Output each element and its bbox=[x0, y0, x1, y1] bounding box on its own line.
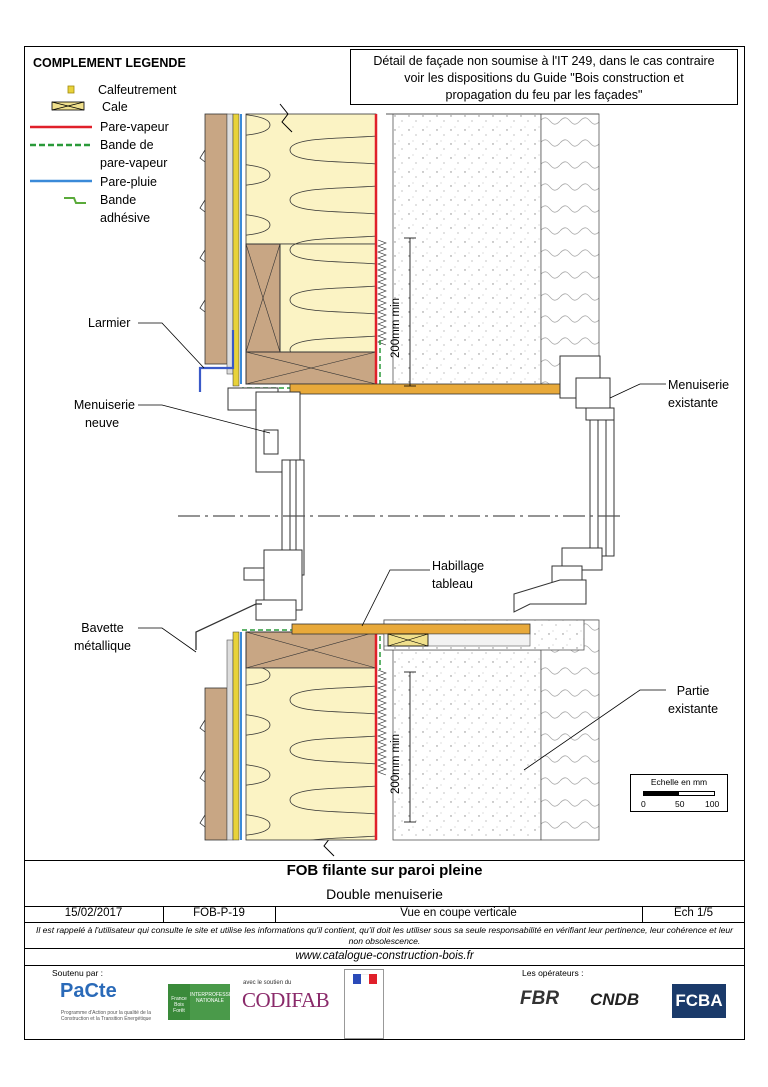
fbf-logo: France Bois Forêt bbox=[168, 984, 190, 1020]
scale-tick-50: 50 bbox=[675, 799, 685, 809]
scale-box: Echelle en mm 0 50 100 bbox=[630, 774, 728, 812]
bande-adhesive-swatch bbox=[64, 197, 86, 204]
note-line-3: propagation du feu par les façades" bbox=[445, 88, 643, 102]
pacte-subtitle: Programme d'Action pour la qualité de la… bbox=[60, 1010, 152, 1022]
cell-divider-1 bbox=[163, 906, 164, 922]
dim-top-box: 200mm min bbox=[388, 254, 406, 366]
website-link[interactable]: www.catalogue-construction-bois.fr bbox=[295, 950, 474, 962]
drawing-scale: Ech 1/5 bbox=[674, 907, 713, 919]
callout-habillage-1: Habillage bbox=[432, 559, 485, 573]
drawing-date: 15/02/2017 bbox=[64, 907, 123, 919]
supported-by-label: Soutenu par : bbox=[52, 968, 104, 978]
calfeutrement-swatch bbox=[67, 85, 75, 94]
flag-blue bbox=[353, 974, 361, 984]
scale-bar bbox=[643, 791, 715, 796]
pacte-logo: PaCte bbox=[60, 980, 117, 1002]
dim-top-label: 200mm min bbox=[390, 297, 402, 358]
dimension-lines bbox=[404, 237, 416, 823]
cladding-lower bbox=[199, 631, 240, 841]
insulation-upper bbox=[245, 113, 377, 245]
dim-bottom-box: 200mm min bbox=[388, 690, 406, 802]
legend-calfeutrement: Calfeutrement bbox=[98, 83, 177, 97]
reveal-board-upper bbox=[289, 383, 561, 395]
callout-partie-existante-1: Partie bbox=[676, 684, 710, 698]
disclaimer: Il est rappelé à l'utilisateur qui consu… bbox=[35, 925, 734, 946]
cell-divider-2 bbox=[275, 906, 276, 922]
callout-menuiserie-neuve: Menuiserie neuve bbox=[69, 396, 135, 432]
note-line-2: voir les dispositions du Guide "Bois con… bbox=[404, 71, 684, 85]
callout-menuiserie-neuve-1: Menuiserie bbox=[73, 398, 135, 412]
codifab-pre: avec le soutien du bbox=[243, 980, 292, 986]
ministry-logo bbox=[344, 969, 384, 1039]
callout-bavette-1: Bavette bbox=[81, 621, 124, 635]
legend-swatches bbox=[30, 85, 92, 204]
scale-tick-100: 100 bbox=[705, 799, 720, 809]
callout-habillage-2: tableau bbox=[432, 577, 474, 591]
legend-title: COMPLEMENT LEGENDE bbox=[33, 56, 186, 70]
drawing-frame bbox=[24, 46, 745, 1040]
larmier-shape bbox=[198, 330, 235, 392]
cell-divider-3 bbox=[642, 906, 643, 922]
drawing-subtitle: Double menuiserie bbox=[326, 886, 443, 902]
note-line-1: Détail de façade non soumise à l'IT 249,… bbox=[373, 54, 715, 68]
codifab-logo: CODIFAB bbox=[242, 988, 330, 1012]
existing-window bbox=[513, 355, 615, 613]
existing-wall-upper bbox=[392, 113, 542, 387]
section-drawing bbox=[138, 103, 666, 857]
operators-label: Les opérateurs : bbox=[522, 968, 584, 978]
flag-red bbox=[369, 974, 377, 984]
fire-note-box: Détail de façade non soumise à l'IT 249,… bbox=[350, 49, 738, 105]
flag-white bbox=[361, 974, 369, 985]
callout-bavette-2: métallique bbox=[74, 639, 131, 653]
existing-lining-upper bbox=[540, 113, 600, 387]
legend-bande-adhesive-1: Bande bbox=[100, 193, 137, 207]
callout-menuiserie-neuve-2: neuve bbox=[84, 416, 120, 430]
legend-pare-vapeur: Pare-vapeur bbox=[100, 120, 169, 134]
title-block-row-line bbox=[24, 906, 745, 907]
legend-bande-pv-2: pare-vapeur bbox=[100, 156, 168, 170]
fcba-logo: FCBA bbox=[672, 984, 726, 1018]
reveal-board-lower bbox=[291, 623, 531, 635]
callout-partie-existante-2: existante bbox=[668, 702, 719, 716]
scale-tick-0: 0 bbox=[641, 799, 646, 809]
fbf-logo-text: France Bois Forêt bbox=[171, 996, 187, 1014]
callout-menuiserie-existante: Menuiserie existante bbox=[668, 376, 729, 412]
cndb-logo: CNDB bbox=[590, 990, 640, 1009]
title-block-top bbox=[24, 860, 745, 861]
callout-habillage: Habillage tableau bbox=[432, 557, 484, 593]
callout-partie-existante: Partie existante bbox=[668, 682, 718, 718]
legend-cale: Cale bbox=[102, 100, 128, 114]
dim-bottom-label: 200mm min bbox=[390, 733, 402, 794]
bavette-shape bbox=[195, 603, 262, 650]
leader-lines bbox=[138, 322, 666, 771]
new-window bbox=[227, 387, 305, 621]
callout-bavette: Bavette métallique bbox=[74, 619, 131, 655]
callout-menuiserie-existante-2: existante bbox=[668, 396, 719, 410]
drawing-ref: FOB-P-19 bbox=[193, 907, 245, 919]
existing-lining-lower bbox=[540, 619, 600, 841]
interpro-logo: INTERPROFESSION NATIONALE bbox=[190, 984, 238, 1020]
title-block-row-line-4 bbox=[24, 965, 745, 966]
title-block-row-line-3 bbox=[24, 948, 745, 949]
insulation-lower bbox=[245, 667, 377, 841]
legend-bande-pv-1: Bande de bbox=[100, 138, 154, 152]
fbr-logo: FBR bbox=[520, 988, 560, 1009]
drawing-title: FOB filante sur paroi pleine bbox=[286, 862, 483, 879]
scale-title: Echelle en mm bbox=[650, 777, 708, 787]
callout-larmier: Larmier bbox=[88, 316, 131, 330]
drawing-view: Vue en coupe verticale bbox=[400, 907, 517, 919]
legend-pare-pluie: Pare-pluie bbox=[100, 175, 157, 189]
callout-menuiserie-existante-1: Menuiserie bbox=[668, 378, 730, 392]
title-block-row-line-2 bbox=[24, 922, 745, 923]
existing-wall-lower bbox=[392, 649, 542, 841]
cladding-upper bbox=[199, 113, 240, 387]
legend-bande-adhesive-2: adhésive bbox=[100, 211, 151, 225]
